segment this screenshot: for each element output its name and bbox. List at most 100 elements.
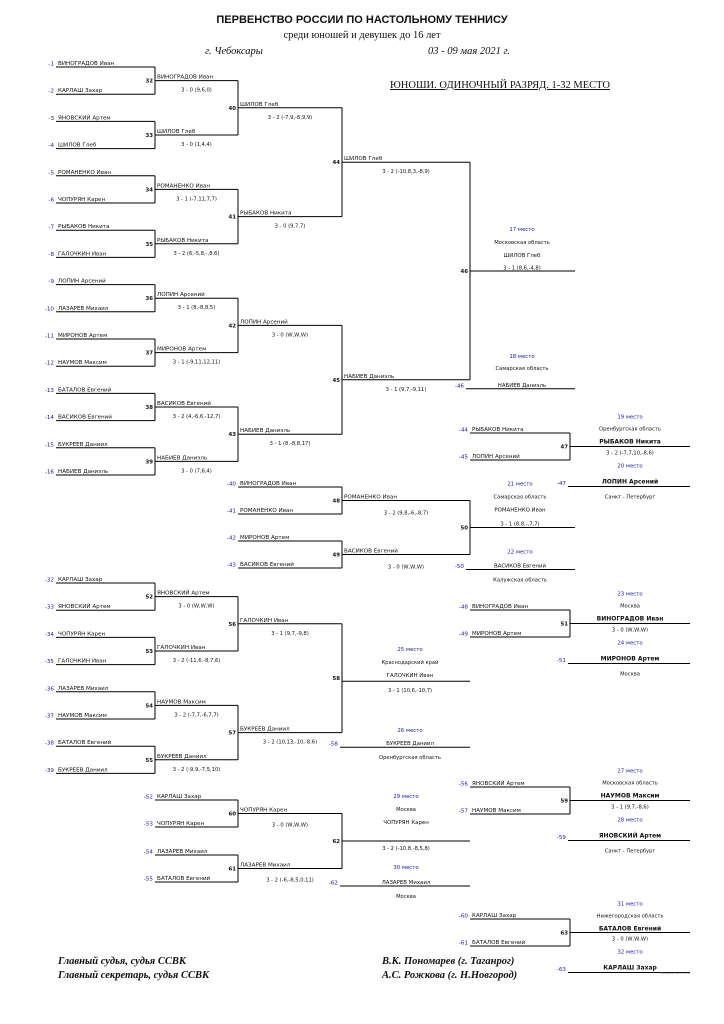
player-name: БУКРЕЕВ Даниил xyxy=(58,442,108,448)
player-name: НАУМОВ Максим xyxy=(58,713,107,719)
seed-number: -35 xyxy=(45,659,55,665)
player-name: БУКРЕЕВ Даниил xyxy=(157,754,207,760)
match-score: 3 - 2 (6,-5,8,-,8,6) xyxy=(174,251,220,257)
match-score: 3 - 2 (-7,7,-6,7,7) xyxy=(174,712,218,718)
place-winner-name: МИРОНОВ Артем xyxy=(601,656,660,663)
player-name: ЧОПУРЯН Карен xyxy=(157,821,204,827)
place-region: Московская область xyxy=(602,781,658,787)
seed-number: -33 xyxy=(45,605,55,611)
seed-number: -34 xyxy=(45,632,55,638)
player-name: ГАЛОЧКИН Иван xyxy=(157,645,206,651)
seed-number: -11 xyxy=(45,334,55,340)
player-name: БАТАЛОВ Евгений xyxy=(58,739,112,746)
match-score: 3 - 1 (8,6,-4,8) xyxy=(503,266,541,272)
match-score: 3 - 2 (4,-6,6,-12,7) xyxy=(173,414,221,420)
chief-judge-name: В.К. Пономарев (г. Таганрог) xyxy=(382,956,515,967)
match-score: 3 - 0 (W,W,W) xyxy=(388,565,424,571)
seed-number: -45 xyxy=(459,455,469,461)
place-label: 21 место xyxy=(507,482,532,488)
match-number: 44 xyxy=(332,160,340,166)
match-score: 3 - 0 (9,7,7) xyxy=(275,224,306,230)
match-score: 3 - 2 (-7,7,10,-8,6) xyxy=(606,451,654,457)
chief-judge-title: Главный судья, судья ССВК xyxy=(58,956,186,967)
place-label: 19 место xyxy=(617,415,642,421)
player-name: ВАСИКОВ Евгений xyxy=(344,548,398,555)
match-score: 3 - 0 (7,6,4) xyxy=(181,468,212,474)
match-number: 61 xyxy=(228,867,236,873)
match-number: 47 xyxy=(560,445,568,451)
player-name: ШИЛОВ Глеб xyxy=(157,129,196,135)
place-label: 28 место xyxy=(617,818,642,824)
match-score: 3 - 2 (10,13,-10,-8,6) xyxy=(263,740,317,746)
seed-number: -58 xyxy=(329,742,339,748)
match-number: 54 xyxy=(145,703,153,709)
seed-number: -50 xyxy=(455,564,465,570)
seed-number: -38 xyxy=(45,741,55,747)
match-number: 60 xyxy=(228,812,236,818)
player-name: ШИЛОВ Глеб xyxy=(58,143,97,149)
place-region: Самарская область xyxy=(494,495,547,501)
place-label: 17 место xyxy=(509,227,534,233)
seed-number: -2 xyxy=(48,89,54,95)
place-region: Оренбургская область xyxy=(599,427,661,433)
place-region: Санкт - Петербург xyxy=(605,495,656,501)
seed-number: -53 xyxy=(144,822,154,828)
player-name: ЯНОВСКИЙ Артем xyxy=(472,780,525,787)
match-number: 56 xyxy=(228,622,236,628)
match-number: 35 xyxy=(145,242,153,248)
player-name: ЛОПИН Арсений xyxy=(240,318,288,325)
match-number: 62 xyxy=(332,839,340,845)
player-name: ЧОПУРЯН Карен xyxy=(58,197,105,203)
place-winner-name: ШИЛОВ Глеб xyxy=(504,253,542,259)
match-number: 57 xyxy=(228,731,236,737)
place-winner-name: ЯНОВСКИЙ Артем xyxy=(599,832,661,840)
match-number: 52 xyxy=(145,595,153,601)
player-name: ВАСИКОВ Евгений xyxy=(240,561,294,568)
match-number: 55 xyxy=(145,758,153,764)
match-number: 50 xyxy=(460,526,468,532)
place-label: 30 место xyxy=(393,865,418,871)
place-region: Оренбургская область xyxy=(379,755,441,761)
player-name: МИРОНОВ Артем xyxy=(240,535,289,541)
match-score: 3 - 0 (1,4,4) xyxy=(181,142,212,148)
match-score: 3 - 2 (-10,8,3,-8,9) xyxy=(382,169,430,175)
player-name: МИРОНОВ Артем xyxy=(157,347,206,353)
seed-number: -63 xyxy=(557,967,567,973)
secretary-name: А.С. Рожкова (г. Н.Новгород) xyxy=(382,970,518,981)
place-label: 22 место xyxy=(507,550,532,556)
place-region: Краснодарский край xyxy=(382,659,439,666)
seed-number: -49 xyxy=(459,632,469,638)
event-dates: 03 - 09 мая 2021 г. xyxy=(428,46,511,57)
match-number: 39 xyxy=(145,459,153,465)
match-number: 37 xyxy=(145,351,153,357)
seed-number: -16 xyxy=(45,470,55,476)
seed-number: -48 xyxy=(459,605,469,611)
place-winner-name: ЧОПУРЯН Карен xyxy=(383,820,429,826)
seed-number: -57 xyxy=(459,809,469,815)
place-region: Санкт - Петербург xyxy=(605,849,656,855)
seed-number: -6 xyxy=(48,198,54,204)
player-name: РЫБАКОВ Никита xyxy=(472,427,524,433)
place-winner-name: НАБИЕВ Даниэль xyxy=(498,383,546,389)
player-name: МИРОНОВ Артем xyxy=(58,333,107,339)
seed-number: -37 xyxy=(45,714,55,720)
match-number: 63 xyxy=(560,931,568,937)
player-name: ВИНОГРАДОВ Иван xyxy=(157,75,214,81)
seed-number: -56 xyxy=(459,782,469,788)
player-name: РОМАНЕНКО Иван xyxy=(240,508,293,514)
match-score: 3 - 2 (-6,-8,5,0,11) xyxy=(266,878,314,884)
seed-number: -41 xyxy=(227,509,237,515)
player-name: ШИЛОВ Глеб xyxy=(240,102,279,108)
place-winner-name: ЛАЗАРЕВ Михаил xyxy=(382,880,431,886)
seed-number: -62 xyxy=(329,881,338,887)
seed-number: -43 xyxy=(227,563,237,569)
venue-city: г. Чебоксары xyxy=(205,46,263,57)
seed-number: -1 xyxy=(48,62,54,68)
match-score: 3 - 0 (W,W,W) xyxy=(272,823,308,829)
match-number: 34 xyxy=(145,187,153,193)
place-winner-name: БАТАЛОВ Евгений xyxy=(599,926,661,933)
match-score: 3 - 0 (9,6,0) xyxy=(181,88,212,94)
player-name: ЛАЗАРЕВ Михаил xyxy=(58,306,109,312)
seed-number: -15 xyxy=(45,442,55,448)
match-score: 3 - 1 (9,7,-9,8) xyxy=(271,631,309,637)
